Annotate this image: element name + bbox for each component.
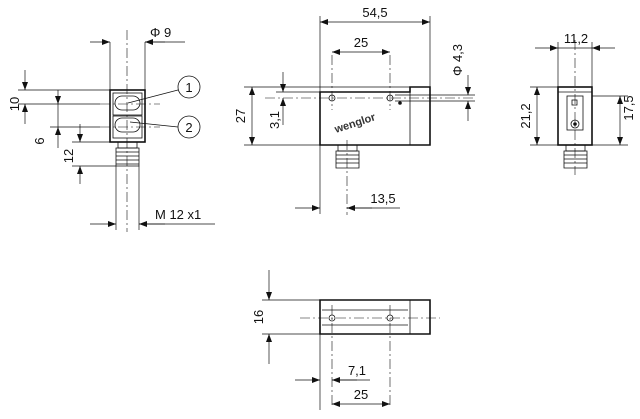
dim-31-label: 3,1	[267, 111, 282, 129]
dim-10-label: 10	[7, 97, 22, 111]
side-connector-body	[335, 150, 360, 169]
dim-dia9-label: Φ 9	[150, 25, 171, 40]
dim-27-label: 27	[233, 109, 248, 123]
side-view: wenglor 54,5 25 Φ 4,3 27 3,1	[233, 5, 475, 215]
dim-545-label: 54,5	[362, 5, 387, 20]
dim-112-label: 11,2	[564, 31, 588, 46]
end-connector-body	[563, 150, 588, 169]
front-view: Φ 9 10 6 12 M 12 x1 1 2	[7, 25, 215, 232]
led-indicator	[398, 101, 402, 105]
dim-135-label: 13,5	[370, 191, 395, 206]
callout-2-leader	[129, 121, 179, 128]
front-connector-thread	[116, 151, 139, 165]
callout-1-leader	[127, 89, 179, 104]
side-connector-collar	[337, 144, 358, 152]
dim-212-label: 21,2	[518, 103, 533, 128]
dim-25-top-label: 25	[354, 35, 368, 50]
dim-12-label: 12	[61, 149, 76, 163]
thread-label: M 12 x1	[155, 207, 201, 222]
dim-175-label: 17,5	[621, 95, 636, 120]
dim-16-label: 16	[251, 310, 266, 324]
callout-2-label: 2	[185, 120, 192, 135]
emitter-lens	[114, 95, 141, 111]
receiver-lens	[114, 117, 141, 133]
bottom-housing	[319, 299, 431, 335]
wenglor-logo: wenglor	[332, 111, 377, 136]
dim-43-label: Φ 4,3	[450, 44, 465, 76]
end-view: 11,2 21,2 17,5	[518, 31, 636, 175]
callout-2-circle	[177, 115, 201, 139]
callout-1-label: 1	[185, 80, 192, 95]
callout-1-circle	[177, 75, 201, 99]
bottom-view: 16 7,1 25	[251, 270, 440, 410]
front-connector-collar	[117, 141, 138, 149]
side-housing	[319, 86, 431, 146]
end-connector-collar	[565, 144, 586, 152]
end-pot	[573, 122, 577, 126]
dim-71-label: 7,1	[348, 363, 366, 378]
front-connector-body	[115, 147, 140, 167]
end-led	[571, 99, 578, 106]
side-connector-thread	[336, 154, 359, 164]
end-connector-thread	[564, 154, 587, 164]
dim-25-bottom-label: 25	[354, 387, 368, 402]
dim-6-label: 6	[32, 137, 47, 144]
